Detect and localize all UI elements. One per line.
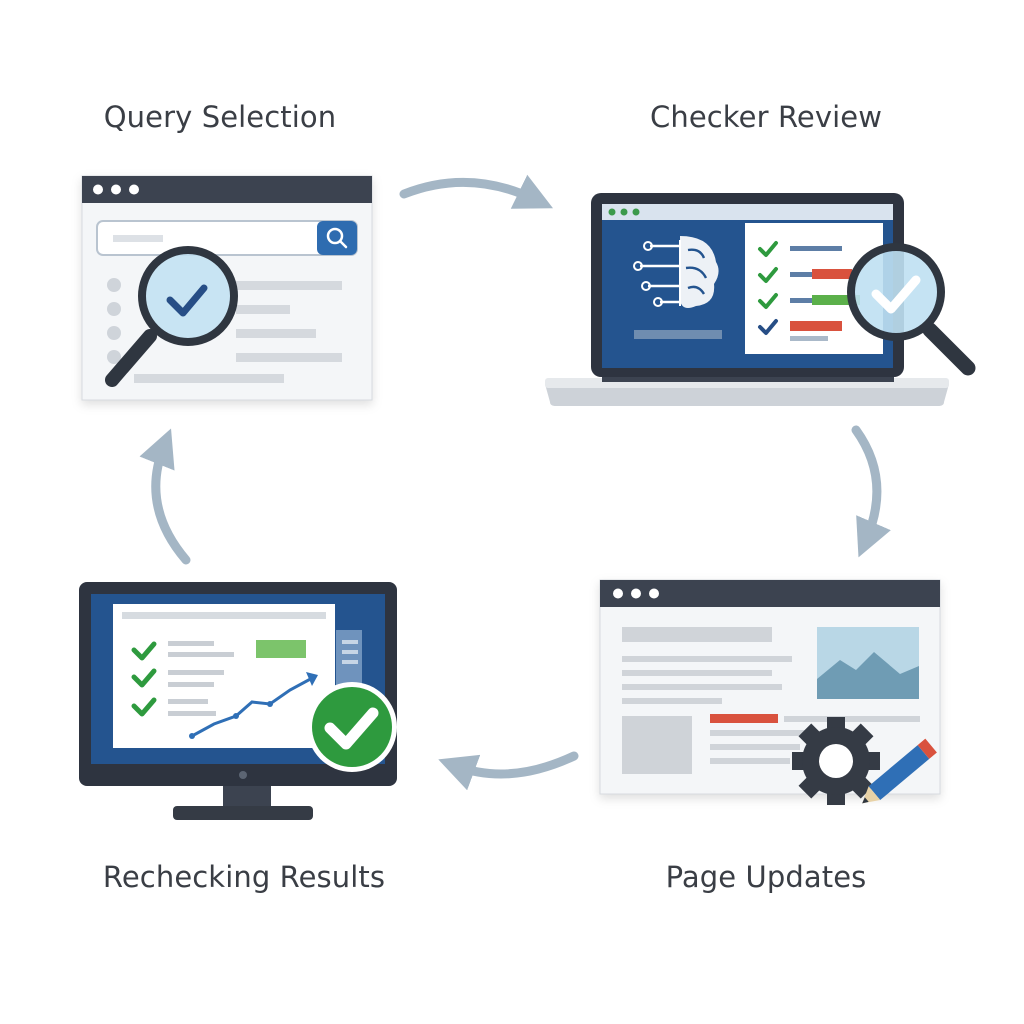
- step-label-page-updates: Page Updates: [665, 860, 867, 894]
- monitor-results-icon: [79, 582, 397, 820]
- browser-edit-gear-icon: [599, 579, 941, 805]
- arrow-to-page-updates: [851, 425, 891, 558]
- arrow-to-rechecking-results: [438, 751, 579, 791]
- browser-search-icon: [81, 175, 373, 401]
- laptop-ai-checklist-icon: [545, 193, 976, 406]
- arrow-to-query-selection: [139, 428, 191, 565]
- step-label-query-selection: Query Selection: [103, 100, 337, 134]
- step-label-checker-review: Checker Review: [649, 100, 883, 134]
- step-label-rechecking-results: Rechecking Results: [102, 860, 386, 894]
- arrow-to-checker-review: [399, 174, 554, 209]
